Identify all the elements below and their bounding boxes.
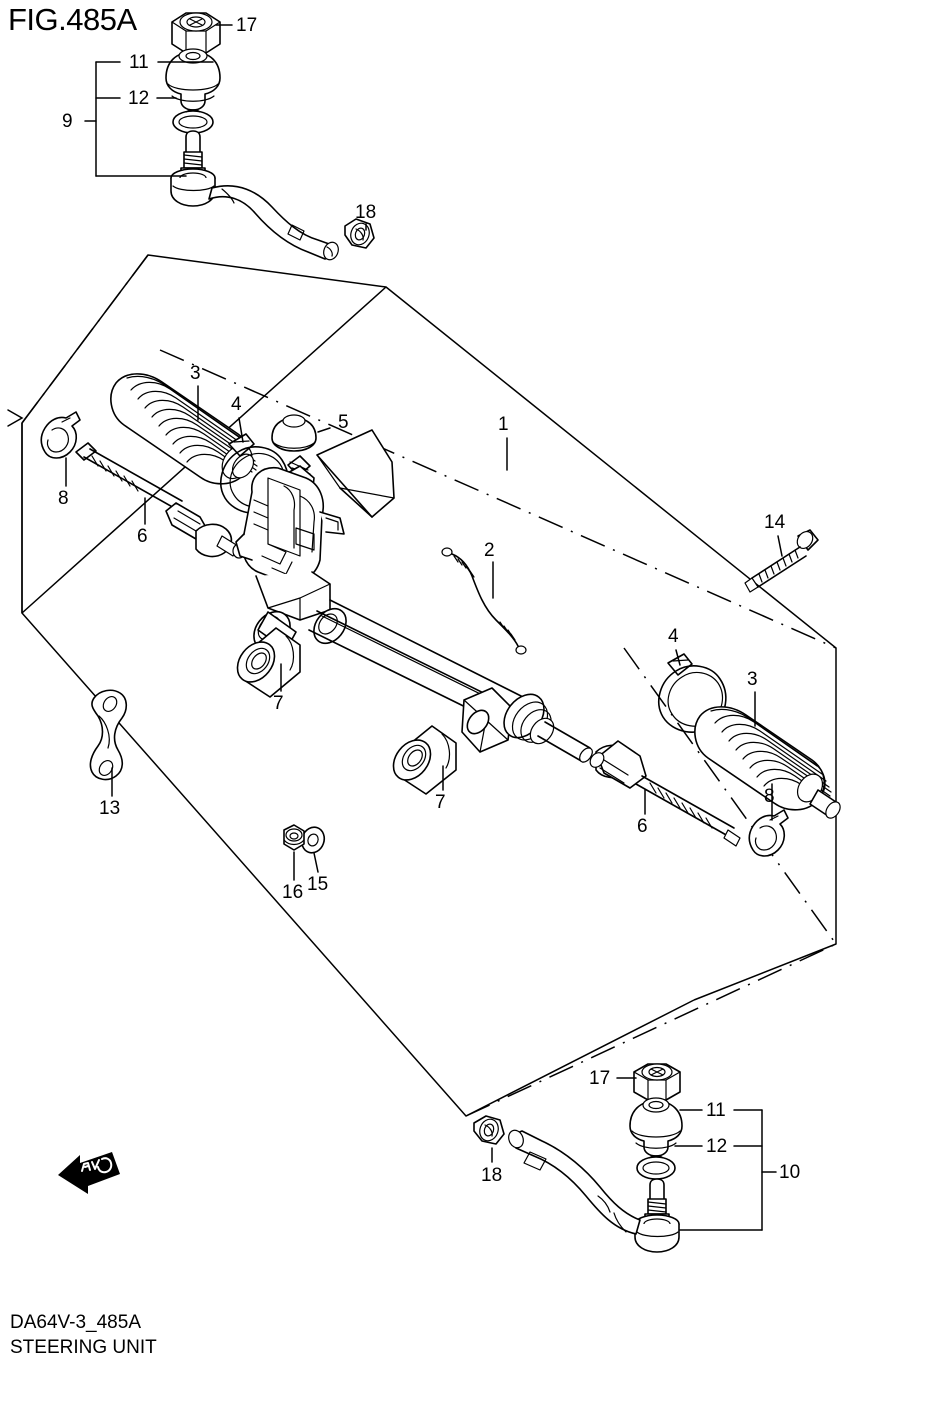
callout-4-left: 4 xyxy=(231,394,242,415)
boot-clamp-left-art xyxy=(40,411,81,459)
washer-art xyxy=(300,826,326,854)
callout-3-right: 3 xyxy=(747,669,758,690)
callout-7-right: 7 xyxy=(435,792,446,813)
callout-17-upper: 17 xyxy=(236,15,258,36)
callout-3-left: 3 xyxy=(190,363,201,384)
retaining-ring-lower-art xyxy=(636,1155,676,1180)
figure-title: FIG.485A xyxy=(8,2,137,37)
jam-nut-lower-art xyxy=(473,1115,505,1145)
tie-rod-end-housing-lower xyxy=(634,1214,680,1253)
callout-6-right: 6 xyxy=(637,816,648,837)
retaining-ring-upper-art xyxy=(172,109,214,134)
left-side-components xyxy=(40,373,819,763)
mount-hardware xyxy=(89,627,457,854)
boot-left-art xyxy=(110,373,258,485)
dust-cap-art xyxy=(271,414,317,452)
caption-name: STEERING UNIT xyxy=(10,1337,157,1358)
clamp-bracket-art xyxy=(89,689,128,781)
callout-11-upper: 11 xyxy=(129,52,149,73)
callout-10: 10 xyxy=(779,1162,801,1183)
callout-17-lower: 17 xyxy=(589,1068,611,1089)
right-side-components xyxy=(589,653,841,857)
callout-11-lower: 11 xyxy=(706,1100,726,1121)
caption-code: DA64V-3_485A xyxy=(10,1312,141,1333)
callout-14: 14 xyxy=(764,512,786,533)
callout-7-left: 7 xyxy=(273,693,284,714)
dust-boot-lower-art xyxy=(629,1097,683,1157)
steering-gear-housing xyxy=(235,429,395,652)
callout-18-upper: 18 xyxy=(355,202,377,223)
mounting-bolt-art xyxy=(744,529,819,593)
callout-2: 2 xyxy=(484,540,495,561)
callout-6-left: 6 xyxy=(137,526,148,547)
callout-leaders xyxy=(65,385,783,881)
inner-tie-rod-right-art xyxy=(589,740,741,847)
callout-18-lower: 18 xyxy=(481,1165,503,1186)
callout-8-right: 8 xyxy=(764,786,775,807)
boot-clamp-right-art xyxy=(748,809,789,857)
callout-9: 9 xyxy=(62,111,73,132)
callout-12-lower: 12 xyxy=(706,1136,728,1157)
leaders-lower xyxy=(491,1077,777,1231)
castle-nut-lower-art xyxy=(633,1063,681,1101)
fwd-direction-marker xyxy=(58,1152,120,1194)
rack-tube xyxy=(308,599,593,763)
callout-13: 13 xyxy=(99,798,121,819)
callout-16: 16 xyxy=(282,882,304,903)
leaders-upper xyxy=(84,24,367,231)
callout-8-left: 8 xyxy=(58,488,69,509)
callout-12-upper: 12 xyxy=(128,88,150,109)
callout-5: 5 xyxy=(338,412,349,433)
mount-bushing-left-art xyxy=(236,627,301,698)
callout-4-right: 4 xyxy=(668,626,679,647)
tie-rod-arm-lower xyxy=(508,1129,641,1235)
tie-rod-end-assembly-upper xyxy=(165,12,375,261)
boot-right-art xyxy=(694,706,841,819)
ground-wire-art xyxy=(441,547,527,655)
callout-1: 1 xyxy=(498,414,509,435)
tie-rod-end-housing-upper xyxy=(170,168,216,207)
tie-rod-arm-upper xyxy=(208,185,339,261)
callout-15: 15 xyxy=(307,874,329,895)
castle-nut-upper-art xyxy=(171,12,221,54)
flange-nut-art xyxy=(283,824,305,851)
mount-bushing-right-art xyxy=(392,725,457,795)
tie-rod-end-assembly-lower xyxy=(473,1063,683,1253)
dust-boot-upper-art xyxy=(165,48,221,111)
